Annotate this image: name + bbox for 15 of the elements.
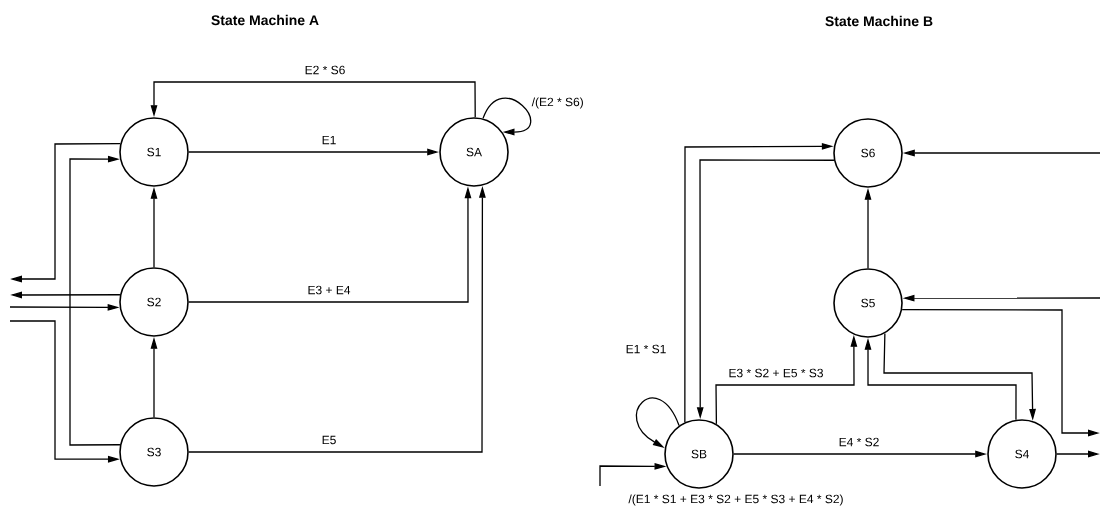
edge-label: /(E1 * S1 + E3 * S2 + E5 * S3 + E4 * S2) bbox=[626, 492, 846, 508]
edge-label: E4 * S2 bbox=[837, 436, 881, 448]
heading-label: State Machine B bbox=[825, 15, 933, 27]
edge-label: /(E2 * S6) bbox=[530, 95, 586, 111]
edge-label: E3 + E4 bbox=[306, 284, 352, 296]
heading-label: State Machine A bbox=[211, 14, 319, 26]
edge-label: E1 * S1 bbox=[624, 343, 668, 355]
arrow bbox=[69, 155, 121, 446]
edge-label: E2 * S6 bbox=[303, 64, 347, 76]
edge-label: E1 bbox=[320, 134, 338, 146]
self-loop-arrow bbox=[482, 97, 532, 136]
edge-label: E3 * S2 + E5 * S3 bbox=[726, 367, 826, 379]
self-loop-arrow bbox=[635, 397, 680, 448]
edge-label: E5 bbox=[320, 434, 338, 446]
arrow bbox=[150, 81, 476, 118]
